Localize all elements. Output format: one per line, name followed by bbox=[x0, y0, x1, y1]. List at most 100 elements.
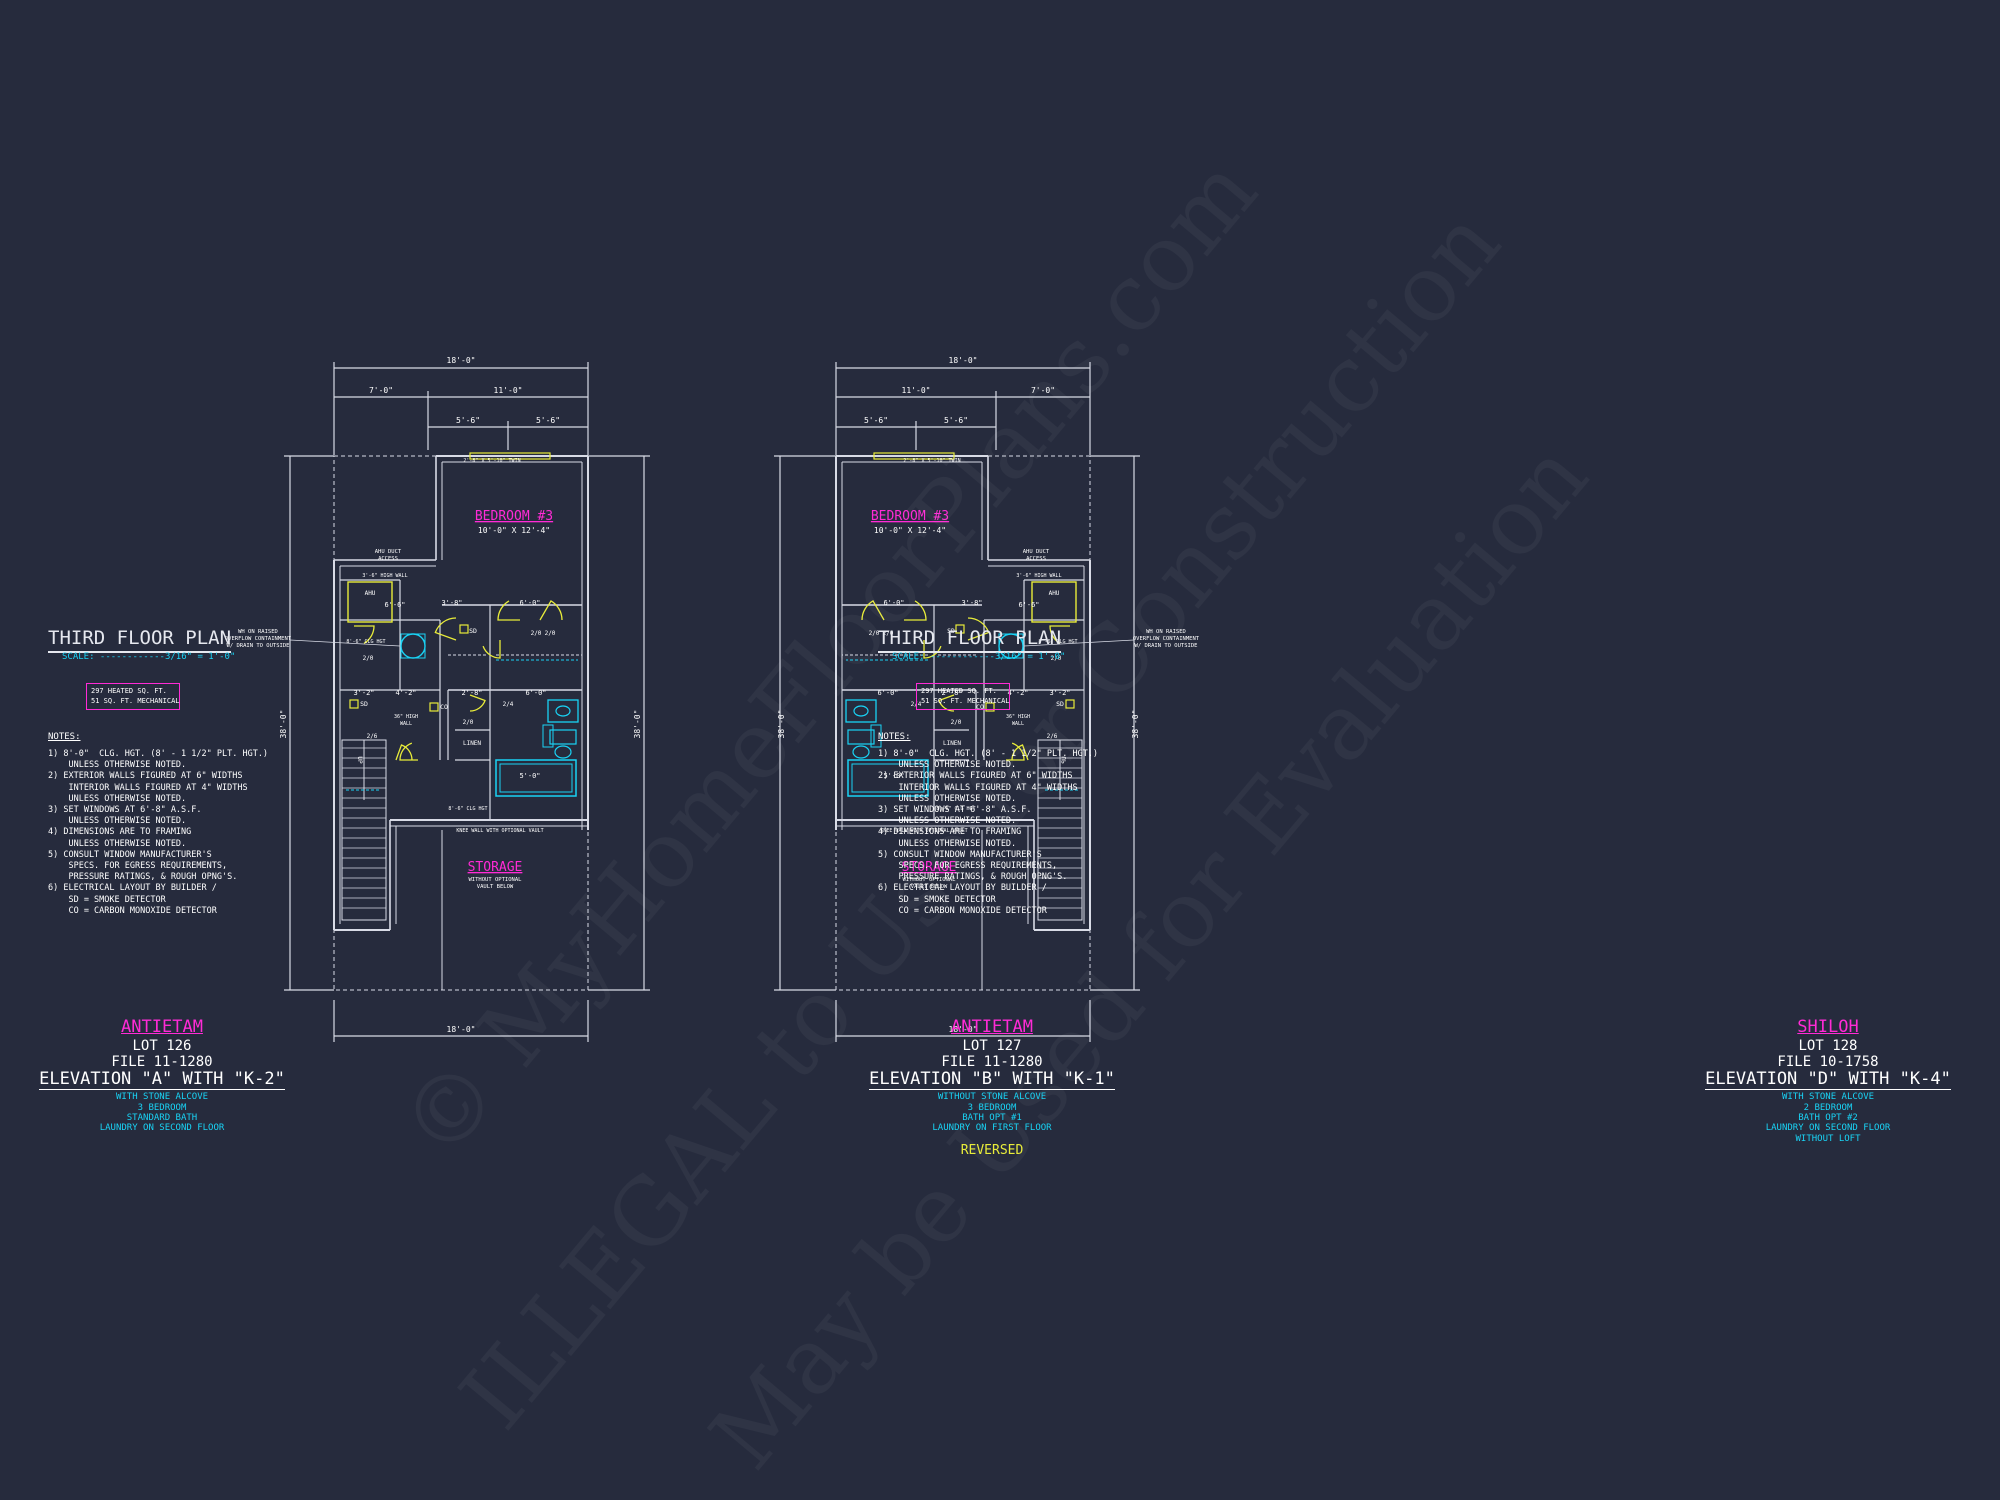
dimension-overall-width-bottom: 18'-0" bbox=[949, 1025, 978, 1034]
option-right-5: WITHOUT LOFT bbox=[1795, 1133, 1861, 1144]
dim-two-eight: 2'-8" bbox=[941, 689, 962, 697]
dimension-depth-right: 38'-0" bbox=[777, 710, 786, 739]
wh-note-2: OVERFLOW CONTAINMENT bbox=[225, 636, 292, 642]
heated-area-middle: 297 HEATED SQ. FT. bbox=[921, 687, 997, 695]
dim-five-zero: 5'-0" bbox=[883, 772, 904, 780]
stair-up-label: UP bbox=[356, 756, 363, 764]
storage-label: STORAGE bbox=[468, 860, 523, 875]
elevation-right: ELEVATION "D" WITH "K-4" bbox=[1705, 1068, 1951, 1090]
door-size-label-4: 2/4 bbox=[503, 701, 514, 708]
elevation-left: ELEVATION "A" WITH "K-2" bbox=[39, 1068, 285, 1090]
file-left: FILE 11-1280 bbox=[111, 1053, 213, 1070]
mechanical-area-middle: 51 SQ. FT. MECHANICAL bbox=[921, 697, 1010, 705]
sink bbox=[555, 705, 571, 717]
sd-label-2: SD bbox=[1056, 700, 1064, 708]
co-label: CO bbox=[976, 703, 984, 711]
co-detector-icon bbox=[429, 702, 439, 712]
option-middle-1: WITHOUT STONE ALCOVE bbox=[937, 1092, 1047, 1103]
bedroom-label: BEDROOM #3 bbox=[871, 509, 949, 524]
dimension-five-six-a: 5'-6" bbox=[944, 416, 968, 425]
wh-note-3: W/ DRAIN TO OUTSIDE bbox=[1135, 643, 1198, 649]
ahu-unit bbox=[347, 581, 393, 623]
notes-header-left: NOTES: bbox=[48, 732, 81, 742]
door-bath bbox=[399, 742, 418, 761]
dimension-five-six-a: 5'-6" bbox=[456, 416, 480, 425]
vanity bbox=[845, 699, 877, 723]
dimension-eleven: 11'-0" bbox=[902, 386, 931, 395]
door-mech bbox=[1049, 625, 1070, 644]
elevation-middle: ELEVATION "B" WITH "K-1" bbox=[869, 1068, 1115, 1090]
water-heater-pan bbox=[400, 633, 426, 659]
dim-five-zero: 5'-0" bbox=[519, 772, 540, 780]
title-block-middle: ANTIETAM LOT 127 FILE 11-1280 ELEVATION … bbox=[860, 1017, 1124, 1159]
sd-label: SD bbox=[947, 627, 955, 635]
option-left-4: LAUNDRY ON SECOND FLOOR bbox=[99, 1123, 225, 1134]
option-middle-3: BATH OPT #1 bbox=[962, 1112, 1022, 1123]
door-hall bbox=[434, 617, 457, 641]
leader-line bbox=[1023, 639, 1135, 647]
door-closet-2 bbox=[861, 600, 885, 621]
wh-note-3: W/ DRAIN TO OUTSIDE bbox=[227, 643, 290, 649]
door-bath-2 bbox=[923, 640, 942, 659]
sd-label: SD bbox=[469, 627, 477, 635]
storage-note: WITHOUT OPTIONAL bbox=[469, 877, 523, 883]
sd-label-2: SD bbox=[360, 700, 368, 708]
co-detector-icon bbox=[985, 702, 995, 712]
option-left-3: STANDARD BATH bbox=[126, 1112, 198, 1123]
door-linen bbox=[469, 694, 486, 712]
plan-title-left: THIRD FLOOR PLAN bbox=[48, 627, 232, 653]
option-right-4: LAUNDRY ON SECOND FLOOR bbox=[1765, 1123, 1891, 1134]
dim-six-zero-bath: 6'-0" bbox=[877, 689, 898, 697]
high-wall-36-b: WALL bbox=[1012, 721, 1024, 727]
option-middle-2: 3 BEDROOM bbox=[967, 1102, 1017, 1113]
door-hall bbox=[967, 617, 990, 641]
dimension-overall-width: 18'-0" bbox=[447, 356, 476, 365]
storage-label: STORAGE bbox=[902, 860, 957, 875]
option-right-2: 2 BEDROOM bbox=[1803, 1102, 1853, 1113]
ceiling-height-bottom: 8'-6" CLG HGT bbox=[448, 806, 487, 812]
file-right: FILE 10-1758 bbox=[1777, 1053, 1879, 1070]
high-wall-36: 36" HIGH bbox=[1006, 714, 1030, 720]
water-heater bbox=[400, 633, 426, 659]
area-box-middle: 297 HEATED SQ. FT. 51 SQ. FT. MECHANICAL bbox=[916, 683, 1010, 710]
dim-six-zero: 6'-0" bbox=[519, 599, 540, 607]
toilet-bowl bbox=[554, 745, 572, 759]
dimension-seven: 7'-0" bbox=[1031, 386, 1055, 395]
dimension-depth-left: 38'-0" bbox=[1131, 710, 1140, 739]
ceiling-height-label: 8'-6" CLG HGT bbox=[1038, 639, 1077, 645]
file-middle: FILE 11-1280 bbox=[941, 1053, 1043, 1070]
lot-left: LOT 126 bbox=[132, 1037, 192, 1054]
dim-three-eight: 3'-8" bbox=[961, 599, 982, 607]
dimension-eleven: 11'-0" bbox=[494, 386, 523, 395]
dimension-five-six-b: 5'-6" bbox=[536, 416, 560, 425]
door-mech bbox=[354, 625, 375, 644]
wh-note-1: WH ON RAISED bbox=[238, 629, 278, 635]
dimension-depth-right: 38'-0" bbox=[633, 710, 642, 739]
option-middle-4: LAUNDRY ON FIRST FLOOR bbox=[932, 1123, 1052, 1134]
wh-note-1: WH ON RAISED bbox=[1146, 629, 1186, 635]
knee-wall-label: KNEE WALL WITH OPTIONAL VAULT bbox=[880, 828, 967, 834]
sink bbox=[853, 705, 869, 717]
door-closet-1 bbox=[904, 600, 927, 621]
toilet bbox=[870, 724, 882, 748]
area-box-left: 297 HEATED SQ. FT. 51 SQ. FT. MECHANICAL bbox=[86, 683, 180, 710]
title-block-right: SHILOH LOT 128 FILE 10-1758 ELEVATION "D… bbox=[1696, 1017, 1960, 1144]
ahu-label: AHU bbox=[1049, 590, 1060, 597]
dim-three-two: 3'-2" bbox=[1049, 689, 1070, 697]
dim-six-zero: 6'-0" bbox=[883, 599, 904, 607]
smoke-detector-icon bbox=[1065, 699, 1075, 709]
ahu-label: AHU bbox=[365, 590, 376, 597]
dim-six-six: 6'-6" bbox=[384, 601, 405, 609]
ceiling-height-bottom: 8'-6" CLG HGT bbox=[936, 806, 975, 812]
door-size-label-3: 2/0 bbox=[363, 655, 374, 662]
door-hall-2 bbox=[1011, 744, 1029, 761]
smoke-detector-icon bbox=[955, 624, 965, 634]
leader-line bbox=[289, 639, 401, 647]
mechanical-area-left: 51 SQ. FT. MECHANICAL bbox=[91, 697, 180, 705]
heated-area-left: 297 HEATED SQ. FT. bbox=[91, 687, 167, 695]
bedroom-size: 10'-0" X 12'-4" bbox=[478, 526, 550, 535]
dimension-seven: 7'-0" bbox=[369, 386, 393, 395]
door-size-label-2: 2/0 bbox=[545, 630, 556, 637]
door-size-label: 2/0 bbox=[531, 630, 542, 637]
model-name-middle: ANTIETAM bbox=[951, 1017, 1033, 1037]
